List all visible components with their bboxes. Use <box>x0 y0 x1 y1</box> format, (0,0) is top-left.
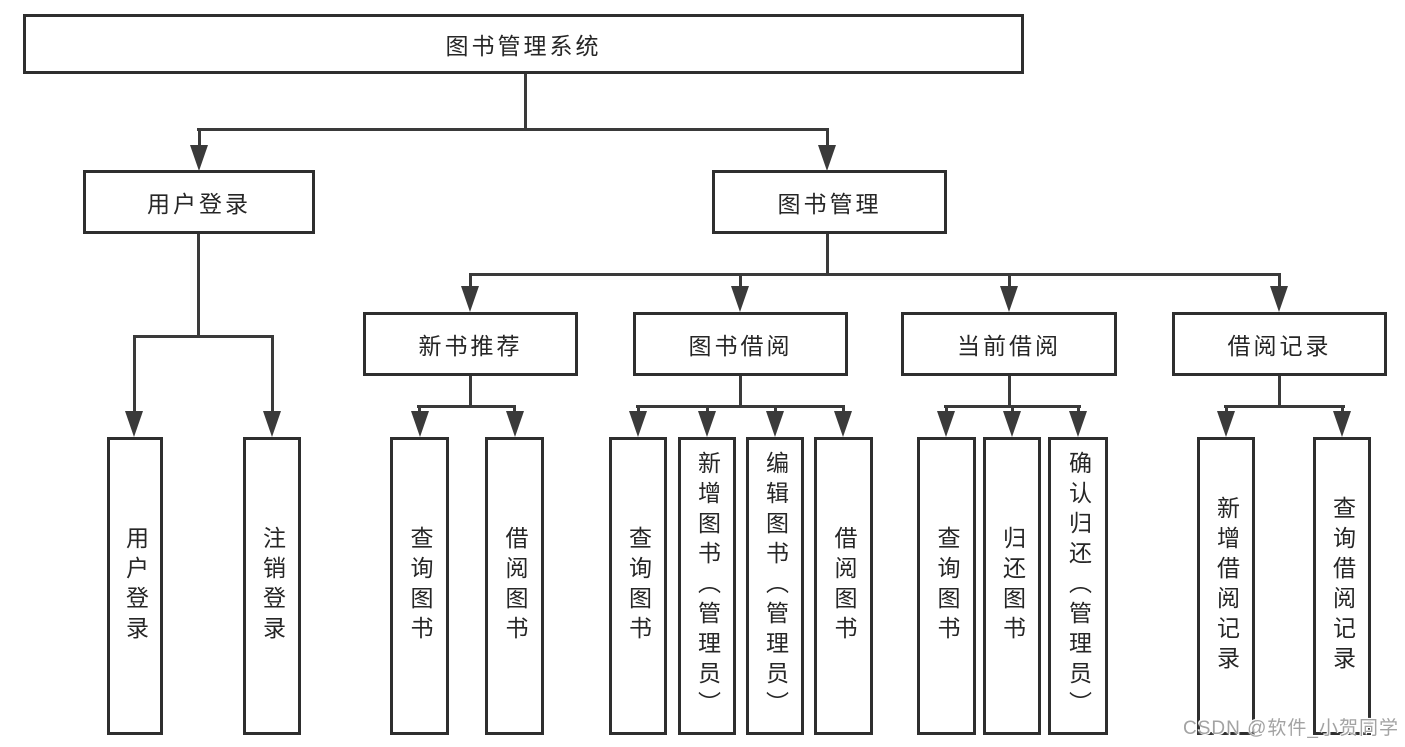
connector-line <box>706 408 709 412</box>
arrowhead-down <box>1333 411 1351 437</box>
arrowhead-down <box>731 286 749 312</box>
node-book-management: 图书管理 <box>712 170 947 234</box>
node-label: 图书借阅 <box>688 333 793 359</box>
connector-line <box>418 408 421 412</box>
arrowhead-down <box>1217 411 1235 437</box>
connector-line <box>417 405 516 408</box>
node-label: 新书推荐 <box>418 333 523 359</box>
arrowhead-down <box>818 145 836 171</box>
connector-line <box>826 234 829 276</box>
node-library-system: 图书管理系统 <box>23 14 1024 74</box>
connector-line <box>637 408 640 412</box>
arrowhead-down <box>190 145 208 171</box>
connector-line <box>197 128 829 131</box>
arrowhead-down <box>125 411 143 437</box>
connector-line <box>774 408 777 412</box>
connector-line <box>133 338 136 412</box>
connector-line <box>944 405 1081 408</box>
connector-line <box>197 234 200 338</box>
leaf-query-books: 查询图书 <box>917 437 976 735</box>
connector-line <box>945 408 948 412</box>
leaf-label: 新增图书（管理员） <box>694 451 721 721</box>
connector-line <box>739 376 742 408</box>
connector-line <box>271 338 274 412</box>
leaf-edit-books-admin: 编辑图书（管理员） <box>746 437 804 735</box>
connector-line <box>1278 376 1281 408</box>
arrowhead-down <box>1000 286 1018 312</box>
arrowhead-down <box>1003 411 1021 437</box>
connector-line <box>1225 408 1228 412</box>
leaf-label: 用户登录 <box>122 526 149 646</box>
leaf-borrow-books: 借阅图书 <box>814 437 873 735</box>
connector-line <box>1008 276 1011 287</box>
leaf-label: 编辑图书（管理员） <box>762 451 789 721</box>
connector-line <box>524 74 527 131</box>
node-label: 借阅记录 <box>1227 333 1332 359</box>
leaf-query-books: 查询图书 <box>609 437 667 735</box>
arrowhead-down <box>461 286 479 312</box>
node-current-borrowing: 当前借阅 <box>901 312 1117 376</box>
connector-line <box>842 408 845 412</box>
arrowhead-down <box>766 411 784 437</box>
arrowhead-down <box>1270 286 1288 312</box>
node-label: 图书管理系统 <box>445 33 602 59</box>
connector-line <box>1278 276 1281 287</box>
leaf-label: 查询图书 <box>625 526 652 646</box>
connector-line <box>826 131 829 147</box>
leaf-user-login: 用户登录 <box>107 437 163 735</box>
leaf-borrow-books: 借阅图书 <box>485 437 544 735</box>
arrowhead-down <box>937 411 955 437</box>
arrowhead-down <box>411 411 429 437</box>
leaf-label: 新增借阅记录 <box>1213 496 1240 676</box>
node-label: 当前借阅 <box>957 333 1061 359</box>
connector-line <box>469 276 472 287</box>
connector-line <box>739 276 742 287</box>
node-new-book-recommend: 新书推荐 <box>363 312 578 376</box>
leaf-label: 查询借阅记录 <box>1329 496 1356 676</box>
connector-line <box>1341 408 1344 412</box>
connector-line <box>1011 408 1014 412</box>
connector-line <box>469 273 1281 276</box>
leaf-add-books-admin: 新增图书（管理员） <box>678 437 736 735</box>
leaf-logout: 注销登录 <box>243 437 301 735</box>
connector-line <box>1224 405 1345 408</box>
leaf-return-books: 归还图书 <box>983 437 1041 735</box>
node-user-login: 用户登录 <box>83 170 315 234</box>
connector-line <box>1077 408 1080 412</box>
node-label: 图书管理 <box>777 191 882 217</box>
connector-line <box>513 408 516 412</box>
leaf-label: 借阅图书 <box>502 526 528 646</box>
leaf-label: 查询图书 <box>934 526 960 646</box>
node-book-borrowing: 图书借阅 <box>633 312 848 376</box>
node-borrowing-records: 借阅记录 <box>1172 312 1387 376</box>
node-label: 用户登录 <box>147 191 251 217</box>
connector-line <box>1008 376 1011 408</box>
leaf-label: 注销登录 <box>259 526 286 646</box>
connector-line <box>636 405 845 408</box>
connector-line <box>133 335 274 338</box>
arrowhead-down <box>506 411 524 437</box>
leaf-label: 查询图书 <box>407 526 433 646</box>
arrowhead-down <box>263 411 281 437</box>
leaf-add-borrow-record: 新增借阅记录 <box>1197 437 1255 735</box>
arrowhead-down <box>1069 411 1087 437</box>
leaf-confirm-return-admin: 确认归还（管理员） <box>1048 437 1108 735</box>
leaf-label: 确认归还（管理员） <box>1065 451 1092 721</box>
arrowhead-down <box>629 411 647 437</box>
leaf-query-borrow-record: 查询借阅记录 <box>1313 437 1371 735</box>
connector-line <box>469 376 472 408</box>
connector-line <box>198 131 201 147</box>
arrowhead-down <box>698 411 716 437</box>
leaf-query-books: 查询图书 <box>390 437 449 735</box>
arrowhead-down <box>834 411 852 437</box>
leaf-label: 归还图书 <box>999 526 1026 646</box>
leaf-label: 借阅图书 <box>831 526 857 646</box>
